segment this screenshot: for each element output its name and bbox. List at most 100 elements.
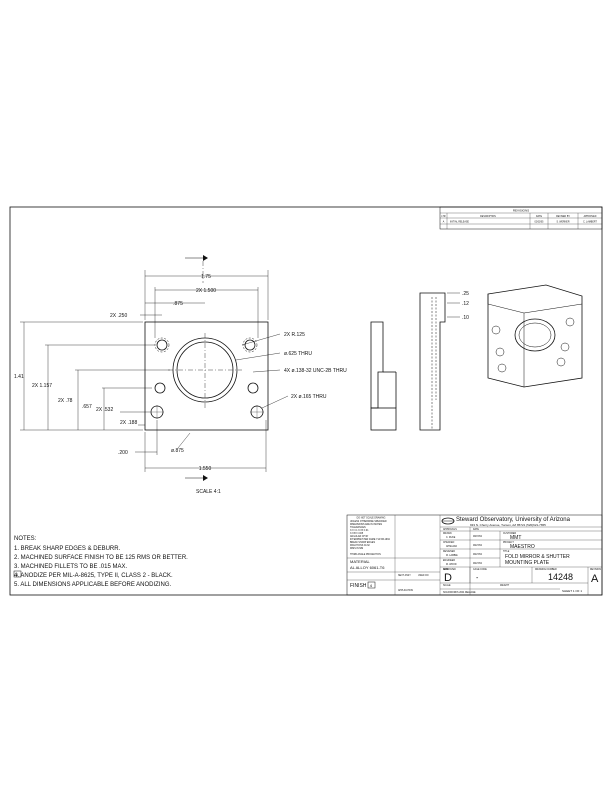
cage-value: - xyxy=(476,575,479,582)
tol-line-2: DIMENSIONS ARE IN INCHES xyxy=(350,523,383,526)
dim-657: .657 xyxy=(82,404,92,410)
isometric-view xyxy=(487,284,583,388)
revisions-heading: REVISIONS xyxy=(513,209,529,213)
application: APPLICATION xyxy=(398,589,413,592)
dim-78: 2X .78 xyxy=(58,398,73,404)
approvals-date-header: DATE xyxy=(473,528,479,531)
note-flag-box xyxy=(13,570,22,578)
dim-1157: 2X 1.157 xyxy=(32,383,52,389)
revision-label: REVISION xyxy=(590,569,601,571)
callout-bore: ø.625 THRU xyxy=(284,351,312,357)
rev-col-ltr: LTR xyxy=(441,216,446,218)
dim-edge-250: 2X .250 xyxy=(110,313,127,319)
cage-label: CAGE CODE xyxy=(473,568,487,571)
drawn-label: DRAWN xyxy=(443,532,452,535)
rev-row-by: S. WERNER xyxy=(556,221,569,223)
tol-header: DO NOT SCALE DRAWING xyxy=(357,517,386,520)
project-value: MAESTRO xyxy=(510,544,535,550)
size-value: D xyxy=(444,572,452,584)
checked-date: 09/27/04 xyxy=(473,545,483,547)
hole-top-left xyxy=(156,339,168,351)
front-view: 1.75 2X 1.500 .875 2X .250 2X R.125 ø.62… xyxy=(14,255,347,495)
footer-note: SOLIDWORKS 2004 RELEASE xyxy=(443,591,476,594)
sheet-number: SHEET 1 OF 1 xyxy=(562,589,582,593)
dim-side-10: .10 xyxy=(462,315,469,321)
rev-row-appr: C. LAMBERT xyxy=(583,220,597,223)
callout-radius: 2X R.125 xyxy=(284,332,305,338)
engineer-label: ENGINEER xyxy=(443,560,455,562)
dim-center-offset: .875 xyxy=(173,301,183,307)
rev-col-desc: DESCRIPTION xyxy=(480,216,496,218)
rev-col-by: REVISED BY xyxy=(556,216,570,218)
revision-value: A xyxy=(591,573,599,585)
title-label: TITLE xyxy=(503,551,510,553)
drawing-number: 14248 xyxy=(548,572,573,582)
section-arrow-top xyxy=(203,255,208,261)
size-label: SIZE xyxy=(443,569,449,571)
approved-label: APPROVED xyxy=(443,568,456,571)
customer-label: CUSTOMER xyxy=(503,533,516,535)
dim-side-12: .12 xyxy=(462,301,469,307)
rev-row-ltr: A xyxy=(443,220,445,223)
project-label: PROJECT xyxy=(503,542,514,544)
dim-overall-width: 1.75 xyxy=(201,274,211,280)
rev-row-desc: INITIAL RELEASE xyxy=(450,220,469,223)
hole-mid-right xyxy=(247,382,259,394)
tol-line-6: ANGULAR ±0°30' xyxy=(350,535,369,538)
dim-188: 2X .188 xyxy=(120,420,137,426)
drawing-number-label: DRAWING NUMBER xyxy=(535,568,557,571)
engineer-date: 09/27/04 xyxy=(473,563,483,565)
scale-label: SCALE 4:1 xyxy=(196,489,221,495)
note-5: 5. ALL DIMENSIONS APPLICABLE BEFORE ANOD… xyxy=(14,582,171,588)
finish-label: FINISH xyxy=(350,583,367,589)
tol-line-1: UNLESS OTHERWISE SPECIFIED: xyxy=(350,521,387,523)
rev-col-date: DATE xyxy=(536,215,542,218)
designed-date: 09/27/04 xyxy=(473,554,483,556)
org-address: 933 N. Cherry Avenue, Tucson, AZ 85721 (… xyxy=(470,523,546,527)
title-line-1: FOLD MIRROR & SHUTTER xyxy=(505,554,570,560)
callout-thru-holes: 2X ø.165 THRU xyxy=(291,394,327,400)
finish-flag-number: 4 xyxy=(370,583,373,588)
next-assy: NEXT ASSY xyxy=(398,574,411,577)
dim-200: .200 xyxy=(118,450,128,456)
checked-by: AHMAJAD xyxy=(446,545,457,548)
third-angle: THIRD ANGLE PROJECTION xyxy=(350,553,381,556)
customer-value: MMT xyxy=(510,535,521,541)
dim-boss-dia: ø.875 xyxy=(171,448,184,454)
dim-height: 1.41 xyxy=(14,374,24,380)
sheet-border xyxy=(9,206,603,596)
dim-532: 2X .532 xyxy=(96,407,113,413)
note-2: 2. MACHINED SURFACE FINISH TO BE 125 RMS… xyxy=(14,555,188,561)
scale-field-label: SCALE xyxy=(443,584,451,587)
tol-line-5: X.XXX ±.005 xyxy=(350,533,364,535)
tol-line-4: X.X ±.1 X.XX ±.01 xyxy=(350,530,369,532)
used-on: USED ON xyxy=(418,575,429,577)
designed-by: M. LAMBIE xyxy=(446,554,458,557)
callout-tapped: 4X ø.138-32 UNC-2B THRU xyxy=(284,368,347,374)
section-view xyxy=(370,321,397,431)
designed-label: DESIGNED xyxy=(443,551,455,553)
observatory-logo xyxy=(441,517,455,525)
note-4: 4. ANODIZE PER MIL-A-8625, TYPE II, CLAS… xyxy=(14,573,173,579)
note-1: 1. BREAK SHARP EDGES & DEBURR. xyxy=(14,546,121,552)
tol-line-9: FRACTIONS ±1/32 xyxy=(350,544,370,547)
material-value: AL ALLOY 6061-T6 xyxy=(350,565,385,570)
rev-col-appr: APPROVED xyxy=(584,215,597,218)
hole-mid-left xyxy=(154,382,166,394)
revisions-table: REVISIONS LTR DESCRIPTION DATE REVISED B… xyxy=(439,206,603,230)
tol-line-10: DIMS IN MM xyxy=(350,548,363,550)
plate-outline xyxy=(144,321,269,431)
material-label: MATERIAL xyxy=(350,559,370,564)
note-flag-number: 4 xyxy=(16,572,19,577)
section-arrow-bottom xyxy=(203,475,208,481)
checked-label: CHECKED xyxy=(443,542,455,544)
rev-row-date: 02/03/05 xyxy=(535,221,545,223)
hole-top-right xyxy=(244,339,256,351)
tol-line-7: INTERPRET PER ASME Y14.5M-1994 xyxy=(350,538,390,541)
title-line-2: MOUNTING PLATE xyxy=(505,560,550,566)
engineer-by: M. WOOD xyxy=(446,564,457,566)
dim-hole-spacing: 2X 1.500 xyxy=(196,288,216,294)
finish-flag-box xyxy=(367,581,376,589)
title-block: DO NOT SCALE DRAWING UNLESS OTHERWISE SP… xyxy=(346,514,603,596)
